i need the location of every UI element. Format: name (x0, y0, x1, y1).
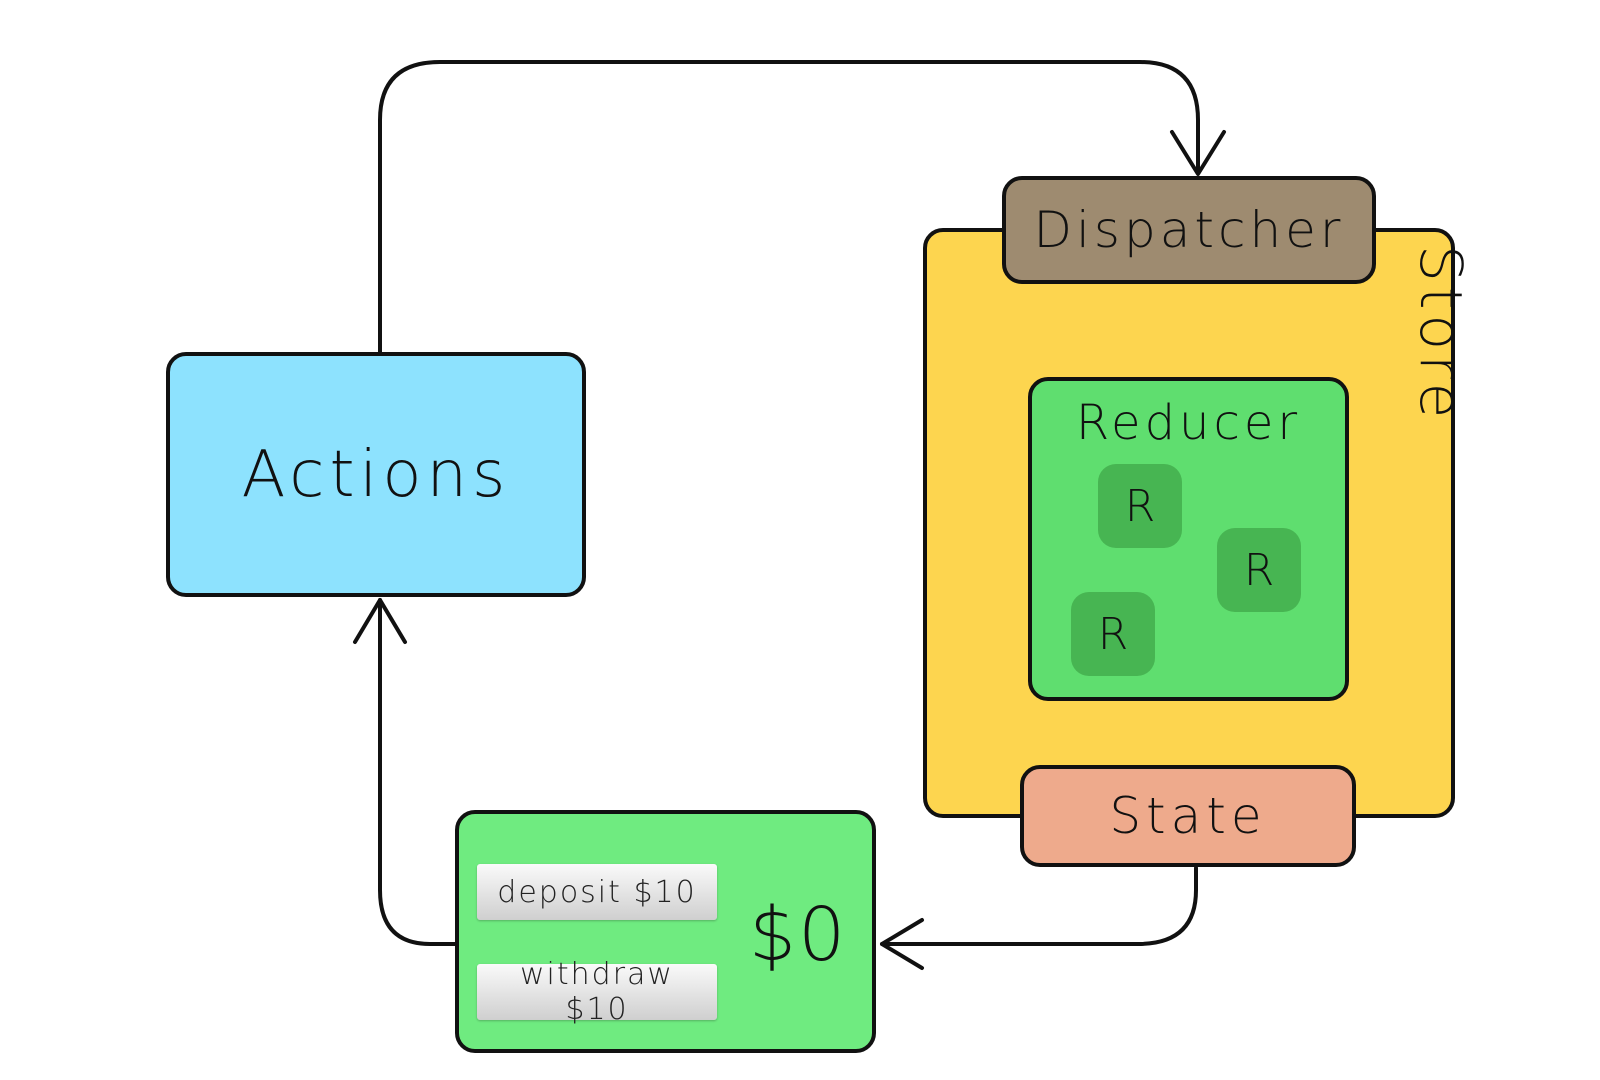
store-label: Store (1407, 245, 1475, 424)
view-arrowhead (880, 918, 924, 970)
state-to-view-arrow (880, 866, 1198, 946)
actions-box: Actions (166, 352, 586, 597)
reducer-chip: R (1071, 592, 1155, 676)
state-label: State (1109, 787, 1267, 845)
state-box: State (1020, 765, 1356, 867)
dispatcher-label: Dispatcher (1033, 201, 1345, 259)
actions-label: Actions (241, 437, 511, 512)
actions-to-dispatcher-arrow (378, 60, 1200, 354)
deposit-button[interactable]: deposit $10 (477, 864, 717, 920)
dispatcher-arrowhead (1170, 130, 1226, 176)
dispatcher-box: Dispatcher (1002, 176, 1376, 284)
balance-display: $0 (749, 892, 848, 978)
reducer-chip: R (1098, 464, 1182, 548)
view-panel: deposit $10 withdraw $10 $0 (455, 810, 876, 1053)
reducer-label: Reducer (1075, 395, 1302, 451)
actions-arrowhead (353, 598, 407, 644)
reducer-box: Reducer R R R (1028, 377, 1349, 701)
reducer-chip: R (1217, 528, 1301, 612)
withdraw-button[interactable]: withdraw $10 (477, 957, 717, 1027)
view-to-actions-arrow (378, 598, 457, 946)
